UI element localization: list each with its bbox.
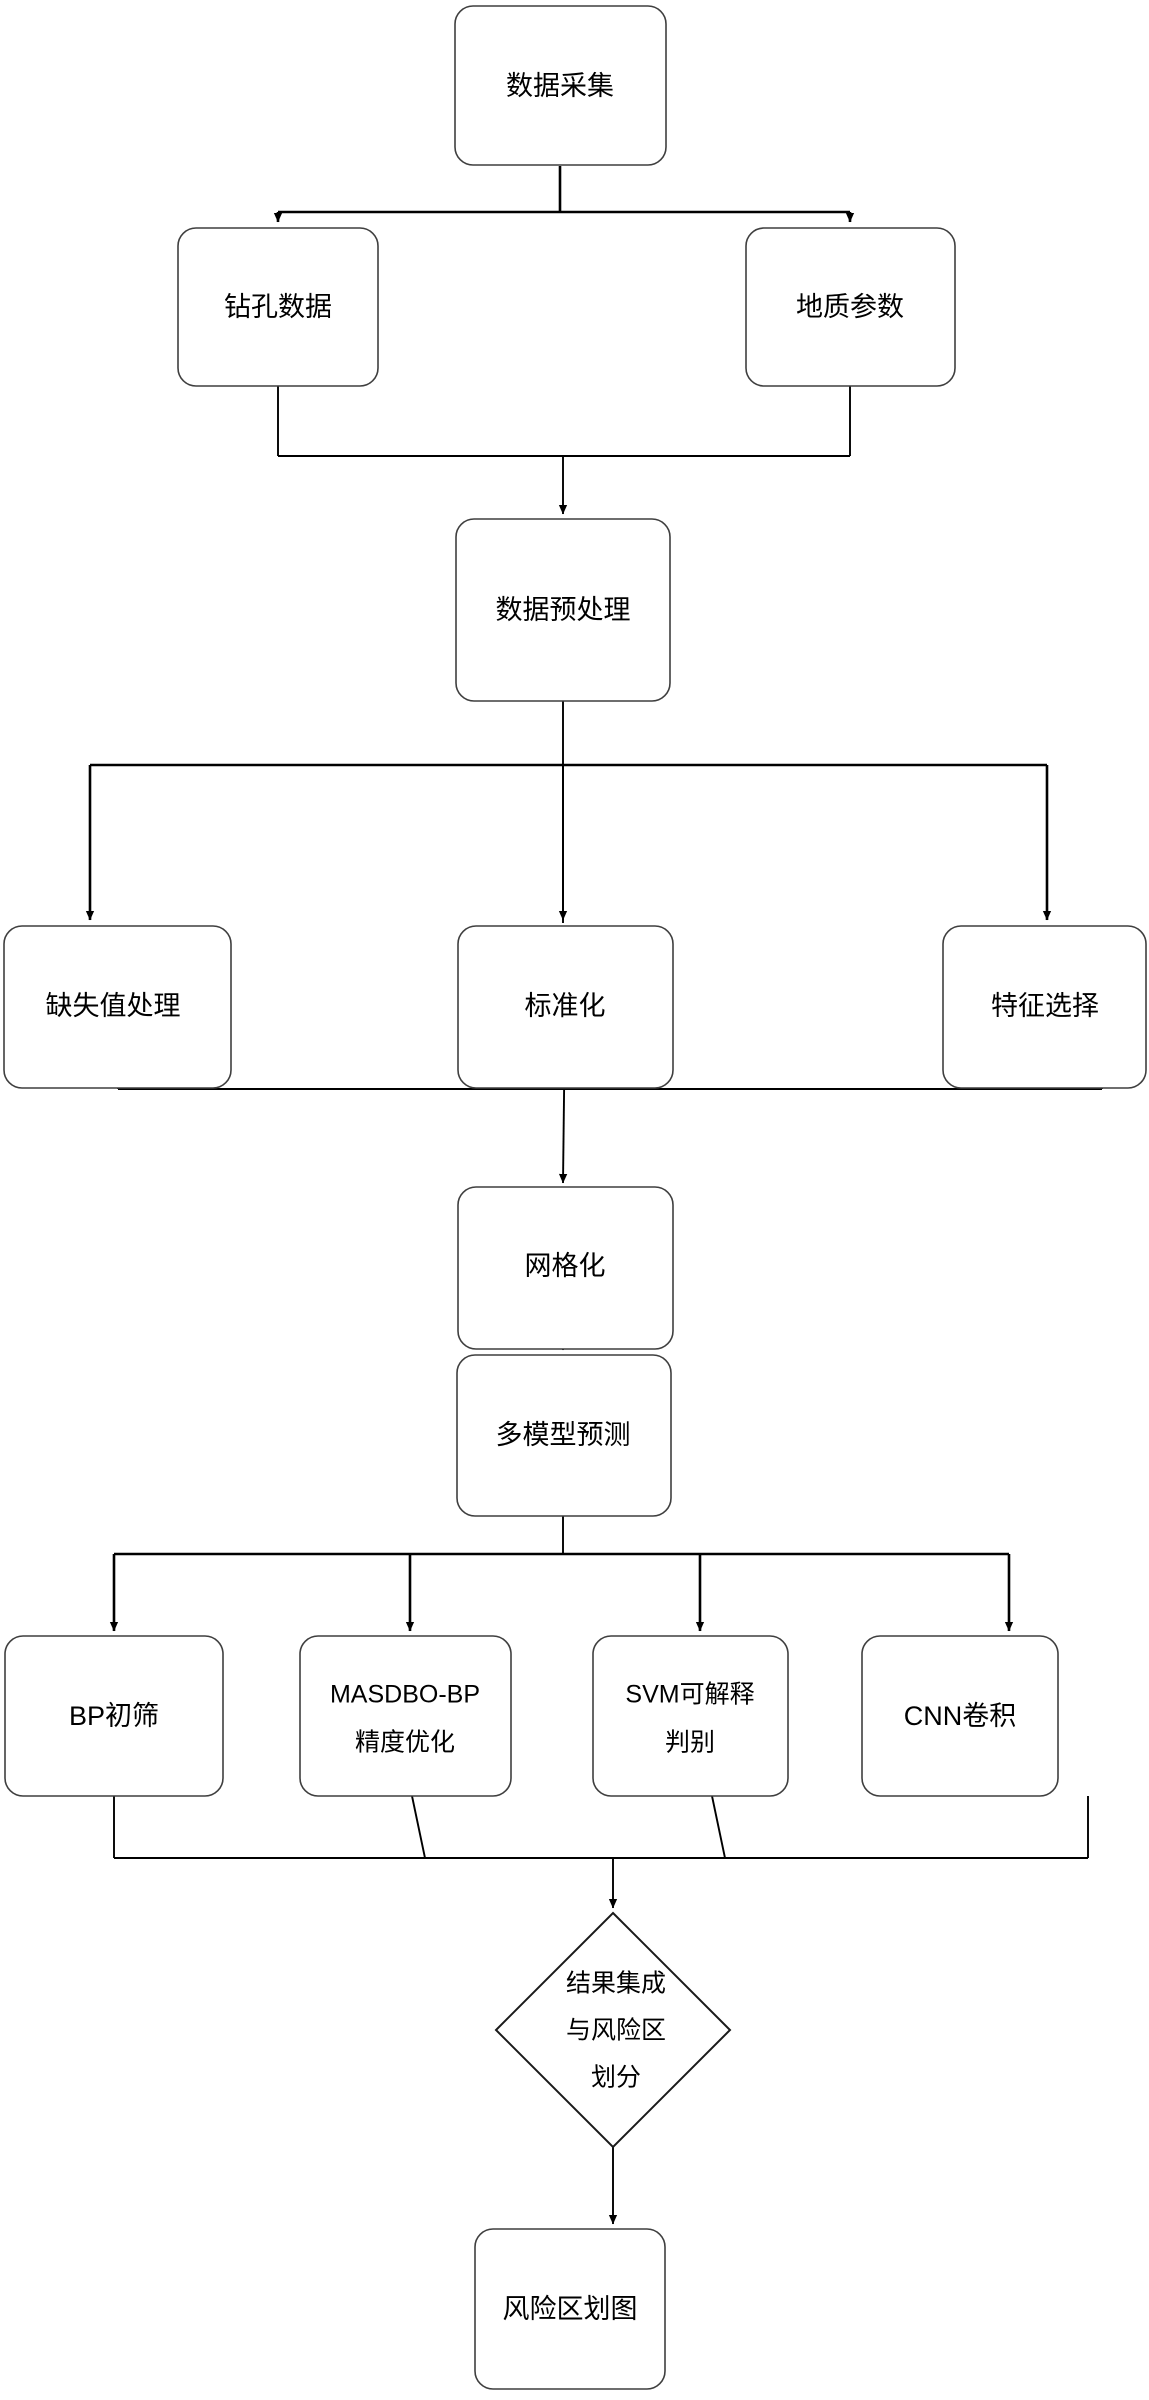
node-gridding[interactable]: [457, 1186, 674, 1350]
node-result-integration-label-line2: 与风险区: [566, 2017, 666, 2045]
node-feature-selection-label: 特征选择: [991, 991, 1099, 1021]
node-standardization[interactable]: [457, 925, 674, 1089]
node-multi-model-prediction[interactable]: [456, 1354, 672, 1517]
node-masdbo-bp-label-line2: 精度优化: [355, 1729, 455, 1757]
node-masdbo-bp-label-line1: MASDBO-BP: [330, 1681, 480, 1709]
node-geological-parameters-label: 地质参数: [796, 292, 904, 322]
node-data-collection-label: 数据采集: [506, 71, 614, 101]
node-svm-interpretable-label-line1: SVM可解释: [625, 1681, 754, 1709]
node-borehole-data[interactable]: [177, 227, 379, 387]
node-result-integration-diamond[interactable]: [494, 1911, 732, 2149]
node-feature-selection[interactable]: [942, 925, 1147, 1089]
edge-svm-down: [711, 1795, 726, 1859]
node-borehole-data-label: 钻孔数据: [224, 292, 332, 322]
node-cnn-convolution-label: CNN卷积: [904, 1701, 1017, 1731]
node-missing-value-handling[interactable]: [3, 925, 232, 1089]
node-gridding-label: 网格化: [525, 1251, 606, 1281]
node-cnn-convolution[interactable]: [861, 1635, 1059, 1797]
node-multi-model-prediction-label: 多模型预测: [496, 1420, 631, 1450]
node-missing-value-handling-label: 缺失值处理: [46, 991, 181, 1021]
node-risk-zoning-map[interactable]: [474, 2228, 666, 2390]
node-data-collection[interactable]: [454, 5, 667, 166]
node-bp-screening[interactable]: [4, 1635, 224, 1797]
node-data-preprocessing-label: 数据预处理: [496, 595, 631, 625]
node-result-integration-label-line1: 结果集成: [566, 1970, 666, 1998]
node-standardization-label: 标准化: [525, 991, 606, 1021]
node-result-integration-label-line3: 划分: [591, 2064, 641, 2092]
node-risk-zoning-map-label: 风险区划图: [503, 2294, 638, 2324]
node-geological-parameters[interactable]: [745, 227, 956, 387]
node-masdbo-bp[interactable]: [299, 1635, 512, 1797]
node-data-preprocessing[interactable]: [455, 518, 671, 702]
node-svm-interpretable[interactable]: [592, 1635, 789, 1797]
node-bp-screening-label: BP初筛: [69, 1701, 159, 1731]
node-svm-interpretable-label-line2: 判别: [665, 1729, 715, 1757]
edge-masdbo-down: [411, 1795, 426, 1859]
